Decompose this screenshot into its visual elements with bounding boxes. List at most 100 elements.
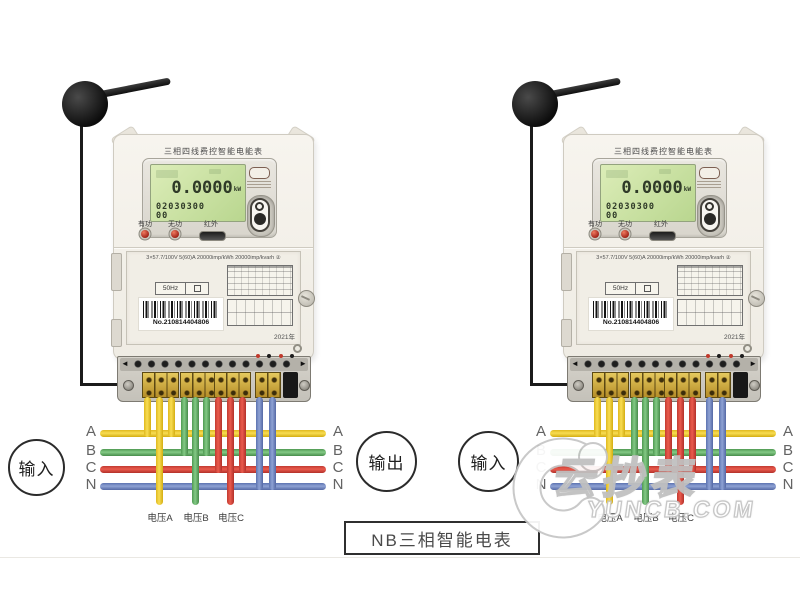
- phase-b-terminals: [180, 372, 215, 398]
- wire-c-in: [215, 397, 222, 473]
- lcd-unit: kW: [233, 186, 241, 193]
- meter-symbol-cell: [186, 283, 208, 294]
- reactive-led: [621, 230, 629, 238]
- terminal-block: ◄ ►: [567, 354, 761, 402]
- antenna-ball: [512, 81, 558, 127]
- antenna-cable: [80, 123, 83, 386]
- reactive-led-label: 无功: [618, 221, 632, 228]
- output-badge: 输出: [356, 431, 417, 492]
- terminal-block: ◄ ►: [117, 354, 311, 402]
- lcd-bezel: 0.0000kW 02030300 00: [142, 158, 277, 238]
- end-screw: [123, 380, 134, 391]
- phase-c-terminals: [214, 372, 251, 398]
- wire-n-in: [706, 397, 713, 490]
- lcd-screen: 0.0000kW 02030300 00: [150, 164, 246, 222]
- wire-a-voltage: [606, 397, 613, 505]
- phase-c-terminals: [664, 372, 701, 398]
- cover-bolt: [743, 344, 752, 353]
- arrow-left-icon: ◄: [571, 359, 579, 368]
- antenna-cable: [530, 123, 533, 386]
- active-led-label: 有功: [138, 221, 152, 228]
- indicator-dots: [256, 354, 260, 358]
- bus-label-b-right: B: [782, 442, 793, 459]
- voltage-a-label: 电压A: [597, 513, 623, 524]
- bus-line-c: [100, 466, 326, 473]
- side-clip: [561, 253, 572, 291]
- phase-a-terminals: [592, 372, 629, 398]
- year-label: 2021年: [724, 334, 745, 341]
- wire-c-voltage: [677, 397, 684, 505]
- wire-n-in: [256, 397, 263, 490]
- wire-b-voltage: [192, 397, 199, 505]
- voltage-b-label: 电压B: [183, 513, 209, 524]
- barcode: No.210814404806: [589, 298, 673, 330]
- wire-n-out: [269, 397, 276, 490]
- lcd-segment-ghost: [659, 169, 671, 174]
- barcode: No.210814404806: [139, 298, 223, 330]
- barcode-stripes: [143, 301, 219, 318]
- bus-label-a-left: A: [85, 423, 96, 440]
- nameplate: 3×57.7/100V 5(60)A 20000imp/kWh 20000imp…: [126, 251, 301, 345]
- serial-number: No.210814404806: [602, 319, 660, 326]
- spec-line: 3×57.7/100V 5(60)A 20000imp/kWh 20000imp…: [596, 255, 731, 261]
- infrared-label: 红外: [204, 221, 218, 228]
- bus-label-c-right: C: [782, 459, 794, 476]
- voltage-b-label: 电压B: [633, 513, 659, 524]
- neutral-terminals: [705, 372, 731, 398]
- bus-line-n: [100, 483, 326, 490]
- lcd-code-line1: 02030300: [606, 202, 655, 212]
- bus-label-c-left: C: [535, 459, 547, 476]
- input-badge-right: 输入: [458, 431, 519, 492]
- wire-a-in: [594, 397, 601, 437]
- active-led: [591, 230, 599, 238]
- arrow-right-icon: ►: [299, 359, 307, 368]
- cover-bolt: [293, 344, 302, 353]
- lcd-segment-ghost: [156, 170, 178, 178]
- side-clip: [561, 319, 572, 347]
- neutral-terminals: [255, 372, 281, 398]
- infrared-label: 红外: [654, 221, 668, 228]
- certification-badge-icon: [249, 167, 270, 179]
- output-badge-text: 输出: [368, 454, 405, 473]
- meter-assembly: 三相四线费控智能电能表 0.0000kW 02030300 00: [0, 0, 400, 600]
- wire-b-voltage: [642, 397, 649, 505]
- lcd-unit: kW: [683, 186, 691, 193]
- end-screw: [749, 380, 760, 391]
- face-divider: [564, 247, 763, 249]
- frequency-box: 50Hz: [605, 282, 659, 295]
- input-badge-left-text: 输入: [18, 460, 55, 479]
- square-icon: [193, 285, 201, 292]
- arrow-right-icon: ►: [749, 359, 757, 368]
- wire-c-voltage: [227, 397, 234, 505]
- voltage-a-label: 电压A: [147, 513, 173, 524]
- wire-c-out: [689, 397, 696, 473]
- meter-title: 三相四线费控智能电能表: [164, 147, 263, 156]
- infrared-window: [649, 231, 676, 241]
- badge-text-lines: [247, 181, 271, 190]
- bus-label-a-right: A: [332, 423, 343, 440]
- rate-table-box: [227, 265, 293, 296]
- input-badge-right-text: 输入: [470, 454, 507, 473]
- antenna-cable-bend: [80, 383, 124, 386]
- wire-a-out: [618, 397, 625, 437]
- terminal-screw-row: [583, 359, 745, 369]
- face-divider: [114, 247, 313, 249]
- terminal-screw-row: [133, 359, 295, 369]
- nameplate: 3×57.7/100V 5(60)A 20000imp/kWh 20000imp…: [576, 251, 751, 345]
- voltage-c-label: 电压C: [668, 513, 694, 524]
- bus-line-b: [550, 449, 776, 456]
- meter-body: 三相四线费控智能电能表 0.0000kW 02030300 00: [561, 134, 765, 360]
- bus-label-b-left: B: [85, 442, 96, 459]
- bus-label-c-left: C: [85, 459, 97, 476]
- aux-terminal-module: [733, 372, 748, 398]
- meter-body: 三相四线费控智能电能表 0.0000kW 02030300 00: [111, 134, 315, 360]
- lcd-code-line2: 00: [606, 211, 619, 221]
- bus-label-n-right: N: [332, 476, 344, 493]
- wire-b-out: [653, 397, 660, 456]
- bus-label-a-right: A: [782, 423, 793, 440]
- arrow-left-icon: ◄: [121, 359, 129, 368]
- wire-c-out: [239, 397, 246, 473]
- meter-assembly: 三相四线费控智能电能表 0.0000kW 02030300 00: [450, 0, 800, 600]
- bus-line-c: [550, 466, 776, 473]
